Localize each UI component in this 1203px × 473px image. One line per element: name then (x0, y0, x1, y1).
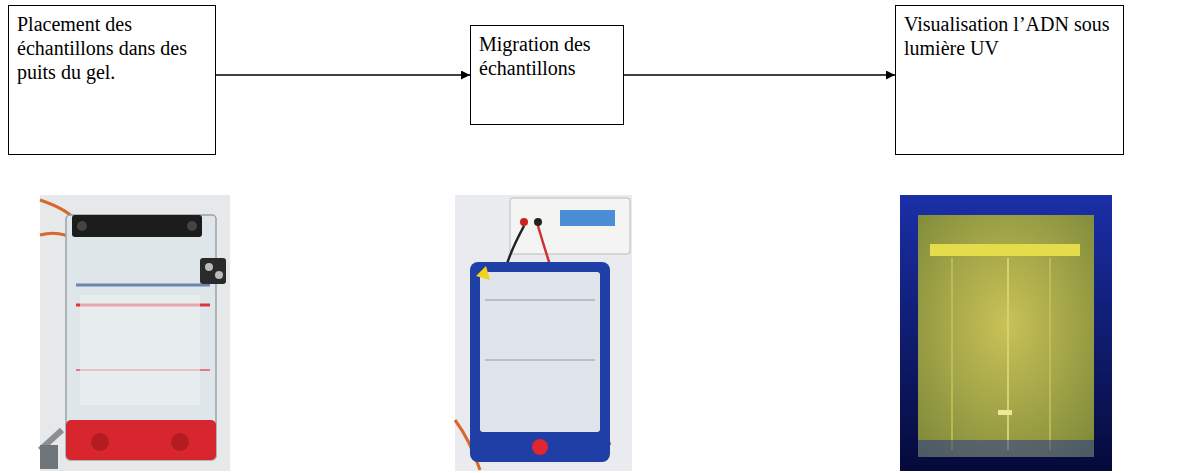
process-box: Placement des échantillons dans des puit… (8, 5, 216, 155)
step-label: Visualisation l’ADN sous lumière UV (904, 12, 1115, 60)
process-box: Migration des échantillons (470, 25, 624, 125)
uv-visualisation-photo (900, 195, 1112, 471)
process-box: Visualisation l’ADN sous lumière UV (895, 5, 1124, 155)
flow-arrow (216, 74, 470, 75)
gel-migration-photo (455, 195, 632, 471)
gel-loading-photo (40, 195, 230, 471)
flow-arrow (624, 74, 895, 75)
step-label: Migration des échantillons (479, 32, 615, 80)
step-label: Placement des échantillons dans des puit… (17, 12, 207, 84)
